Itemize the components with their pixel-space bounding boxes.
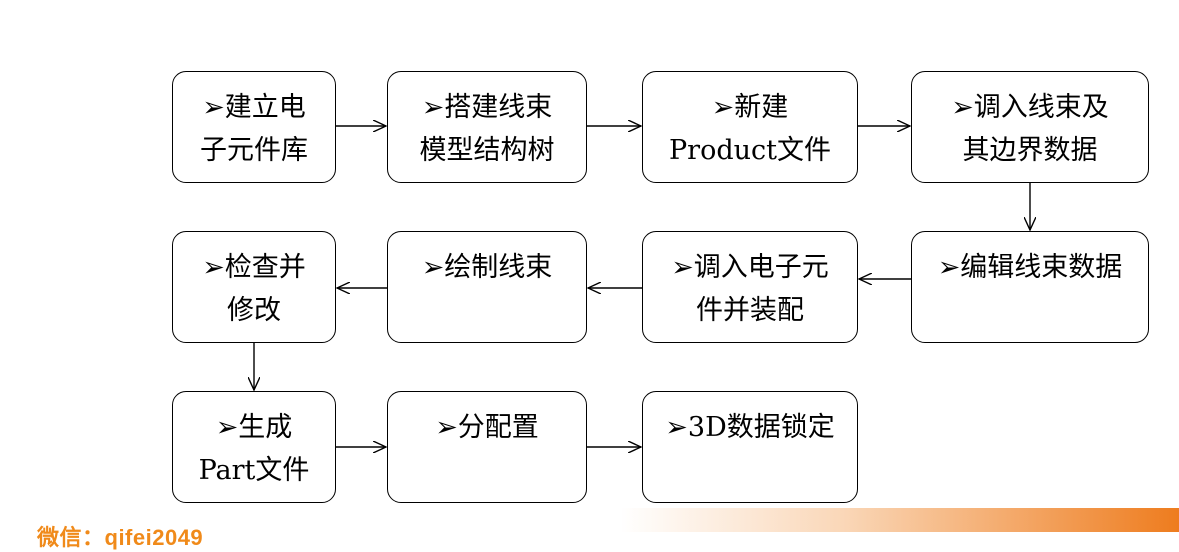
step-label: ➢分配置 bbox=[435, 412, 539, 443]
step-label: ➢编辑线束数据 bbox=[937, 252, 1123, 283]
step-label: ➢调入线束及其边界数据 bbox=[951, 92, 1109, 166]
step-edit-harness-data: ➢编辑线束数据 bbox=[911, 231, 1149, 343]
step-lock-3d-data: ➢3D数据锁定 bbox=[642, 391, 858, 503]
step-label: ➢建立电子元件库 bbox=[200, 92, 308, 166]
footer-accent-bar bbox=[620, 508, 1179, 532]
step-check-modify: ➢检查并修改 bbox=[172, 231, 336, 343]
step-assign-configuration: ➢分配置 bbox=[387, 391, 587, 503]
step-import-components-assemble: ➢调入电子元件并装配 bbox=[642, 231, 858, 343]
step-label: ➢绘制线束 bbox=[421, 252, 553, 283]
step-build-harness-tree: ➢搭建线束模型结构树 bbox=[387, 71, 587, 183]
step-label: ➢3D数据锁定 bbox=[665, 412, 835, 443]
step-label: ➢搭建线束模型结构树 bbox=[419, 92, 555, 166]
step-label: ➢检查并修改 bbox=[202, 252, 306, 326]
wechat-watermark: 微信：qifei2049 bbox=[37, 525, 204, 550]
step-build-component-library: ➢建立电子元件库 bbox=[172, 71, 336, 183]
step-draw-harness: ➢绘制线束 bbox=[387, 231, 587, 343]
step-label: ➢调入电子元件并装配 bbox=[671, 252, 829, 326]
step-import-harness-boundary: ➢调入线束及其边界数据 bbox=[911, 71, 1149, 183]
